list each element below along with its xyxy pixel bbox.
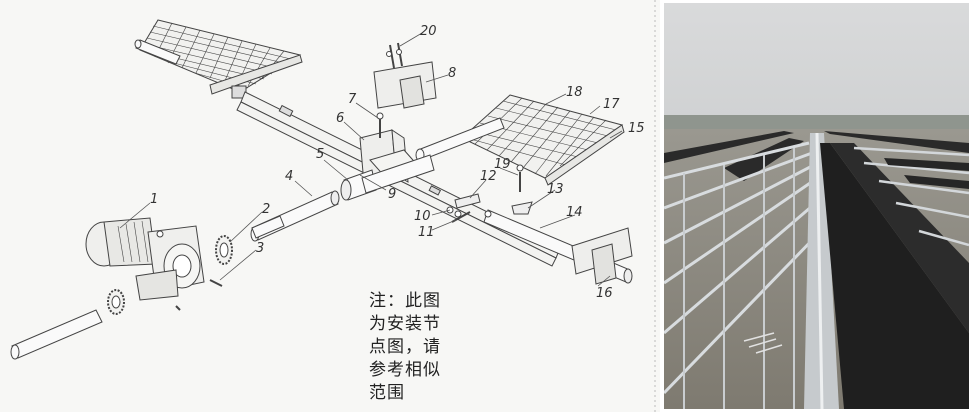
sprocket-lower — [107, 289, 125, 315]
screen-panel-upper-left — [139, 19, 303, 99]
leader-lines — [119, 32, 623, 287]
part-label: 20 — [420, 24, 437, 39]
part-label: 14 — [566, 205, 583, 220]
fastener-parts — [446, 164, 533, 223]
sky — [664, 3, 969, 133]
shaft-coupling — [340, 154, 435, 201]
gear-motor-1 — [85, 217, 205, 301]
panel-divider — [660, 0, 664, 412]
clamp-bracket-8 — [373, 42, 437, 109]
note-line: 点图，请 — [369, 337, 441, 357]
assembly-drawing: 1 2 3 4 5 6 7 8 9 10 11 12 13 14 15 16 1… — [10, 0, 656, 412]
greenhouse-roof-photo-svg — [664, 3, 969, 409]
roof-ridge-beam — [804, 132, 839, 409]
part-label: 11 — [418, 225, 435, 240]
assembly-drawing-svg: 1 2 3 4 5 6 7 8 9 10 11 12 13 14 15 16 1… — [10, 0, 656, 412]
part-label: 2 — [262, 202, 270, 217]
part-label: 13 — [547, 182, 564, 197]
note-line: 参考相似 — [369, 360, 441, 380]
pipe-top-left — [134, 39, 181, 65]
part-label: 17 — [603, 97, 620, 112]
part-label: 10 — [414, 209, 431, 224]
pin-lower — [175, 305, 181, 311]
part-label: 1 — [150, 192, 158, 207]
pin-3 — [209, 279, 223, 287]
part-label: 12 — [480, 169, 497, 184]
pipe-lower-left — [10, 309, 103, 360]
note-line: 范围 — [369, 383, 405, 403]
truss-right — [853, 146, 969, 247]
part-label: 6 — [336, 111, 344, 126]
part-label: 16 — [596, 286, 613, 301]
note-line: 为安装节 — [369, 314, 441, 334]
greenhouse-roof-photo — [664, 3, 969, 409]
part-label: 5 — [316, 147, 324, 162]
part-label: 3 — [256, 241, 264, 256]
part-label: 19 — [494, 157, 511, 172]
end-bracket-16 — [571, 227, 633, 285]
shade-cloth — [820, 143, 969, 409]
note-line: 注：此图 — [369, 291, 441, 311]
part-label: 4 — [285, 169, 293, 184]
shade-rows-right — [884, 158, 969, 189]
ground-debris — [743, 332, 783, 354]
truss-left-verticals — [683, 148, 795, 409]
pipe-stub — [251, 215, 285, 239]
part-label: 8 — [448, 66, 456, 81]
sprocket-2 — [215, 235, 233, 265]
part-label: 15 — [628, 121, 645, 136]
tree-line — [664, 115, 969, 129]
installation-note: 注：此图 为安装节 点图，请 参考相似 范围 — [369, 290, 479, 405]
part-labels: 1 2 3 4 5 6 7 8 9 10 11 12 13 14 15 16 1… — [150, 24, 645, 301]
part-label: 9 — [388, 187, 396, 202]
part-label: 7 — [348, 92, 357, 107]
part-label: 18 — [566, 85, 583, 100]
